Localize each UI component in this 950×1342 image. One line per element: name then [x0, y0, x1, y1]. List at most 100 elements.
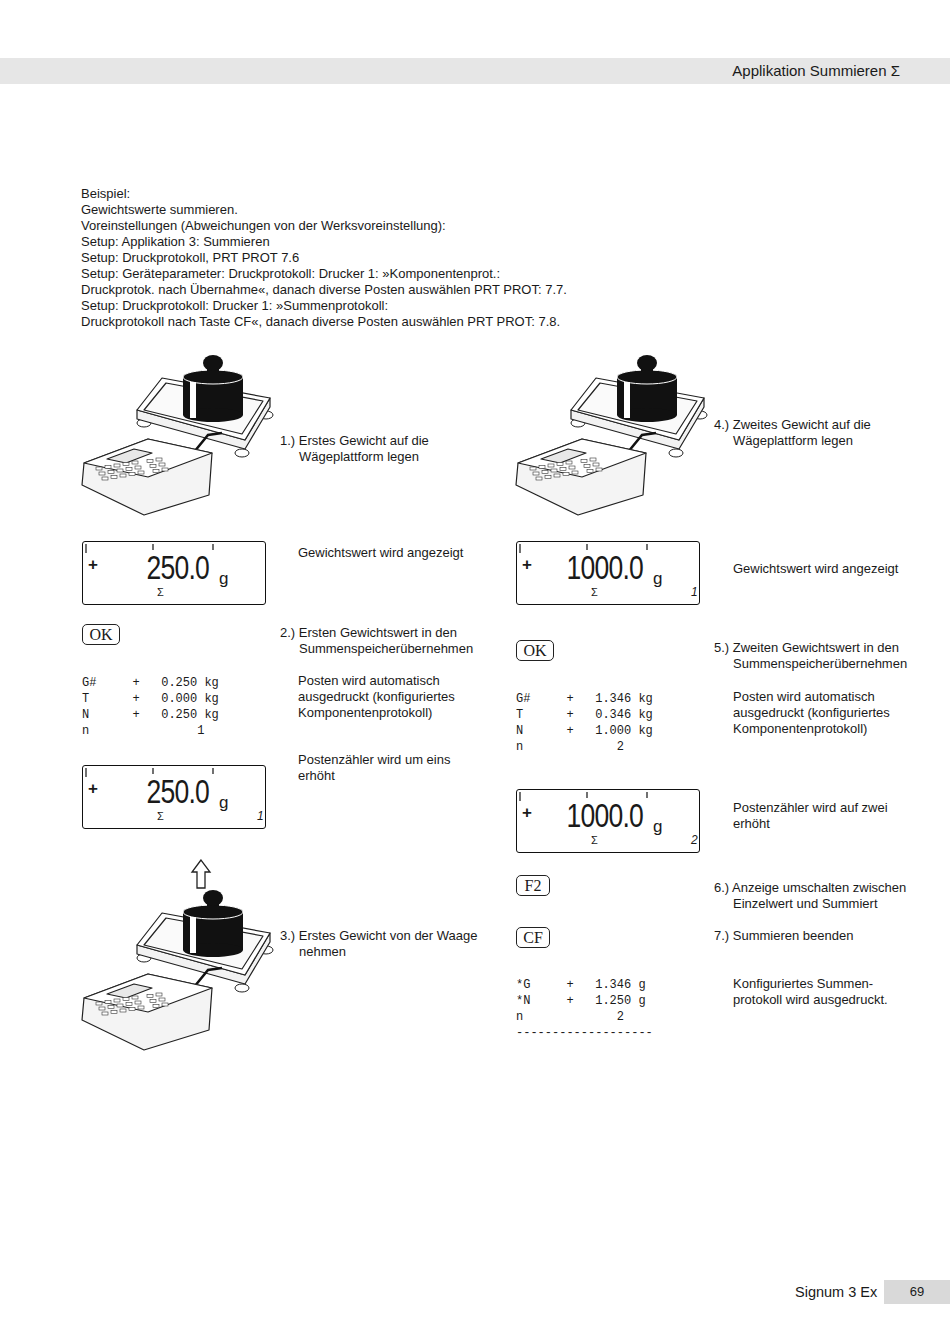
outline [82, 439, 212, 515]
intro-line: Beispiel: [81, 186, 641, 202]
weight-knob [203, 355, 223, 371]
key-button: OK [82, 624, 120, 645]
step-text: 5.) Zweiten Gewichtswert in den Summensp… [714, 640, 948, 672]
outline [82, 974, 212, 1050]
terminal-key [590, 458, 596, 461]
lcd-display: +1000.0gΣ1 [516, 541, 700, 605]
outline [137, 913, 270, 975]
sigma-symbol: Σ [591, 587, 598, 598]
outline [107, 984, 152, 998]
note: Gewichtswert wird angezeigt [733, 561, 933, 577]
bargraph-tick [519, 544, 520, 553]
bargraph-tick [212, 544, 213, 550]
terminal-key [114, 464, 120, 467]
terminal-key [554, 474, 560, 477]
terminal-key [126, 468, 132, 471]
scale-foot [235, 449, 249, 457]
lcd-display: +250.0gΣ [82, 541, 266, 605]
outline [137, 378, 270, 440]
printout-line: N + 0.250 kg [82, 707, 282, 723]
terminal-key [153, 470, 159, 473]
terminal-key [545, 476, 551, 479]
lcd-display: +1000.0gΣ2 [516, 789, 700, 853]
outline [84, 439, 212, 477]
terminal-key [147, 460, 153, 463]
weight-digits: 1000.0 [567, 550, 643, 584]
outline [571, 378, 704, 440]
printout-line: n 2 [516, 739, 716, 755]
item-counter: 2 [691, 834, 698, 846]
terminal-key [162, 468, 168, 471]
terminal-key [150, 1000, 156, 1003]
terminal-key [99, 472, 105, 475]
weight-digits: 1000.0 [567, 798, 643, 832]
intro-line: Setup: Geräteparameter: Druckprotokoll: … [81, 266, 641, 282]
terminal-key [105, 1001, 111, 1004]
terminal-key [147, 995, 153, 998]
note: Postenzähler wird um eins erhöht [298, 752, 478, 784]
terminal-key [569, 466, 575, 469]
printout-line: *N + 1.250 g [516, 993, 716, 1009]
terminal-key [159, 998, 165, 1001]
weight-digits: 250.0 [147, 550, 209, 584]
weight-knob [637, 355, 657, 371]
terminal-key [566, 461, 572, 464]
intro-line: Druckprotok. nach Übernahme«, danach div… [81, 282, 641, 298]
terminal-key [123, 998, 129, 1001]
terminal-key [114, 999, 120, 1002]
page-number: 69 [910, 1284, 924, 1299]
key-label: F2 [525, 877, 542, 895]
terminal-key [159, 463, 165, 466]
lift-arrow [192, 860, 210, 888]
terminal-key [105, 466, 111, 469]
intro-line: Setup: Druckprotokoll: Drucker 1: »Summe… [81, 298, 641, 314]
page-number-box: 69 [884, 1280, 950, 1304]
terminal-key [96, 1002, 102, 1005]
step-text: 7.) Summieren beenden [714, 928, 948, 944]
printout-line: n 1 [82, 723, 282, 739]
step-text: 4.) Zweites Gewicht auf die Wägeplattfor… [714, 417, 938, 449]
sign: + [522, 804, 532, 821]
terminal-key [584, 465, 590, 468]
note: Posten wird automatisch ausgedruckt (kon… [733, 689, 918, 737]
terminal-key [117, 1004, 123, 1007]
step-text: 6.) Anzeige umschalten zwischen Einzelwe… [714, 880, 948, 912]
terminal-key [117, 469, 123, 472]
terminal-key [548, 464, 554, 467]
intro-line: Voreinstellungen (Abweichungen von der W… [81, 218, 641, 234]
terminal-key [123, 463, 129, 466]
bargraph-tick [85, 768, 86, 777]
scale-illustration [82, 890, 273, 1050]
printout-line: T + 0.000 kg [82, 691, 282, 707]
header-band: Applikation Summieren Σ [0, 58, 950, 84]
terminal-key [533, 472, 539, 475]
terminal-key [542, 471, 548, 474]
printout-line: *G + 1.346 g [516, 977, 716, 993]
intro-line: Setup: Applikation 3: Summieren [81, 234, 641, 250]
terminal-key [593, 463, 599, 466]
terminal-key [129, 473, 135, 476]
footer-product: Signum 3 Ex [795, 1284, 880, 1300]
terminal-key [551, 469, 557, 472]
terminal-key [563, 473, 569, 476]
terminal-key [153, 1005, 159, 1008]
key-label: OK [89, 626, 112, 644]
terminal-key [108, 471, 114, 474]
sign: + [88, 780, 98, 797]
bargraph-tick [646, 792, 647, 798]
sigma-symbol: Σ [157, 811, 164, 822]
scale-illustration [82, 355, 273, 515]
scale-illustration [516, 355, 707, 515]
bargraph-tick [646, 544, 647, 550]
outline [518, 439, 646, 477]
printout-line: T + 0.346 kg [516, 707, 716, 723]
sign: + [522, 556, 532, 573]
outline [541, 449, 586, 463]
bargraph-tick [212, 768, 213, 774]
printout-line: G# + 1.346 kg [516, 691, 716, 707]
step-text: 1.) Erstes Gewicht auf die Wägeplattform… [280, 433, 504, 465]
scale-foot [235, 984, 249, 992]
unit: g [219, 570, 228, 587]
terminal-key [138, 1006, 144, 1009]
